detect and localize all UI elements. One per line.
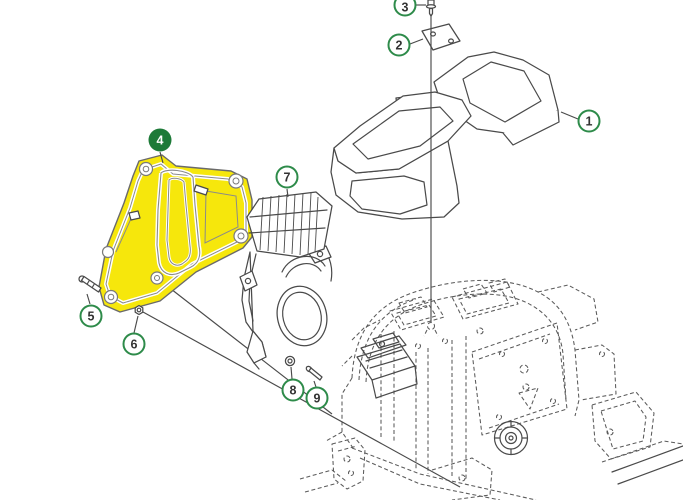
part-bolt — [78, 275, 102, 293]
grille-slats — [259, 192, 319, 256]
machine-body-phantom — [299, 278, 683, 500]
cover-left-lobe — [333, 91, 472, 174]
machine-pulley — [493, 420, 529, 456]
machine-foot-bracket — [331, 437, 366, 490]
leader-line-nut-to-machine — [142, 311, 461, 488]
callout-leader-lines — [86, 4, 579, 388]
part-top-screw — [425, 0, 437, 17]
callout-9-ring — [305, 386, 329, 410]
belt-guard-foot — [246, 330, 267, 364]
callout-8[interactable]: 8 — [281, 378, 305, 402]
callout-9[interactable]: 9 — [305, 386, 329, 410]
callout-6[interactable]: 6 — [122, 332, 146, 356]
leader-line-callout-7 — [286, 188, 289, 198]
callout-4-badge — [148, 128, 172, 152]
leader-line-callout-5 — [86, 293, 91, 305]
callout-4-number: 4 — [157, 134, 164, 148]
callout-8-number: 8 — [290, 384, 297, 398]
bracket-highlight-fill — [98, 154, 253, 313]
axis-end-fitting — [426, 321, 436, 331]
callout-5[interactable]: 5 — [79, 304, 103, 328]
bracket-stud-left — [128, 210, 141, 221]
callout-5-ring — [79, 304, 103, 328]
leader-line-callout-1 — [560, 111, 579, 120]
callout-3-ring — [393, 0, 417, 17]
callout-5-number: 5 — [88, 310, 95, 324]
callout-1-number: 1 — [586, 115, 593, 129]
part-small-screw — [305, 365, 323, 381]
callout-4-selected[interactable]: 4 — [148, 128, 172, 152]
callout-8-ring — [281, 378, 305, 402]
callout-2-number: 2 — [396, 39, 403, 53]
callout-7-ring — [275, 165, 299, 189]
callout-6-ring — [122, 332, 146, 356]
leader-line-callout-8 — [290, 366, 293, 380]
callout-9-number: 9 — [314, 392, 321, 406]
belt-guard-ring — [276, 285, 328, 347]
part-washer — [284, 355, 296, 367]
callout-2[interactable]: 2 — [387, 33, 411, 57]
callout-7-number: 7 — [284, 171, 291, 185]
leader-line-callout-6 — [133, 315, 139, 334]
part-support-bracket-selected[interactable] — [98, 151, 253, 313]
bracket-bosses — [101, 161, 249, 305]
callout-1-ring — [577, 109, 601, 133]
leader-line-callout-9 — [313, 380, 317, 388]
part-clamp-plate — [421, 23, 461, 51]
leader-line-callout-4 — [159, 151, 164, 164]
callout-1[interactable]: 1 — [577, 109, 601, 133]
part-belt-guard — [239, 191, 333, 370]
callout-6-number: 6 — [131, 338, 138, 352]
part-nut — [134, 304, 144, 316]
callout-7[interactable]: 7 — [275, 165, 299, 189]
callout-3[interactable]: 3 — [393, 0, 417, 17]
bracket-stud-right — [193, 184, 209, 196]
machine-shoulder-box — [356, 332, 418, 399]
leader-line-callout-2 — [409, 38, 424, 45]
callout-3-number: 3 — [402, 1, 409, 15]
part-tank-cover — [330, 51, 560, 220]
callout-2-ring — [387, 33, 411, 57]
